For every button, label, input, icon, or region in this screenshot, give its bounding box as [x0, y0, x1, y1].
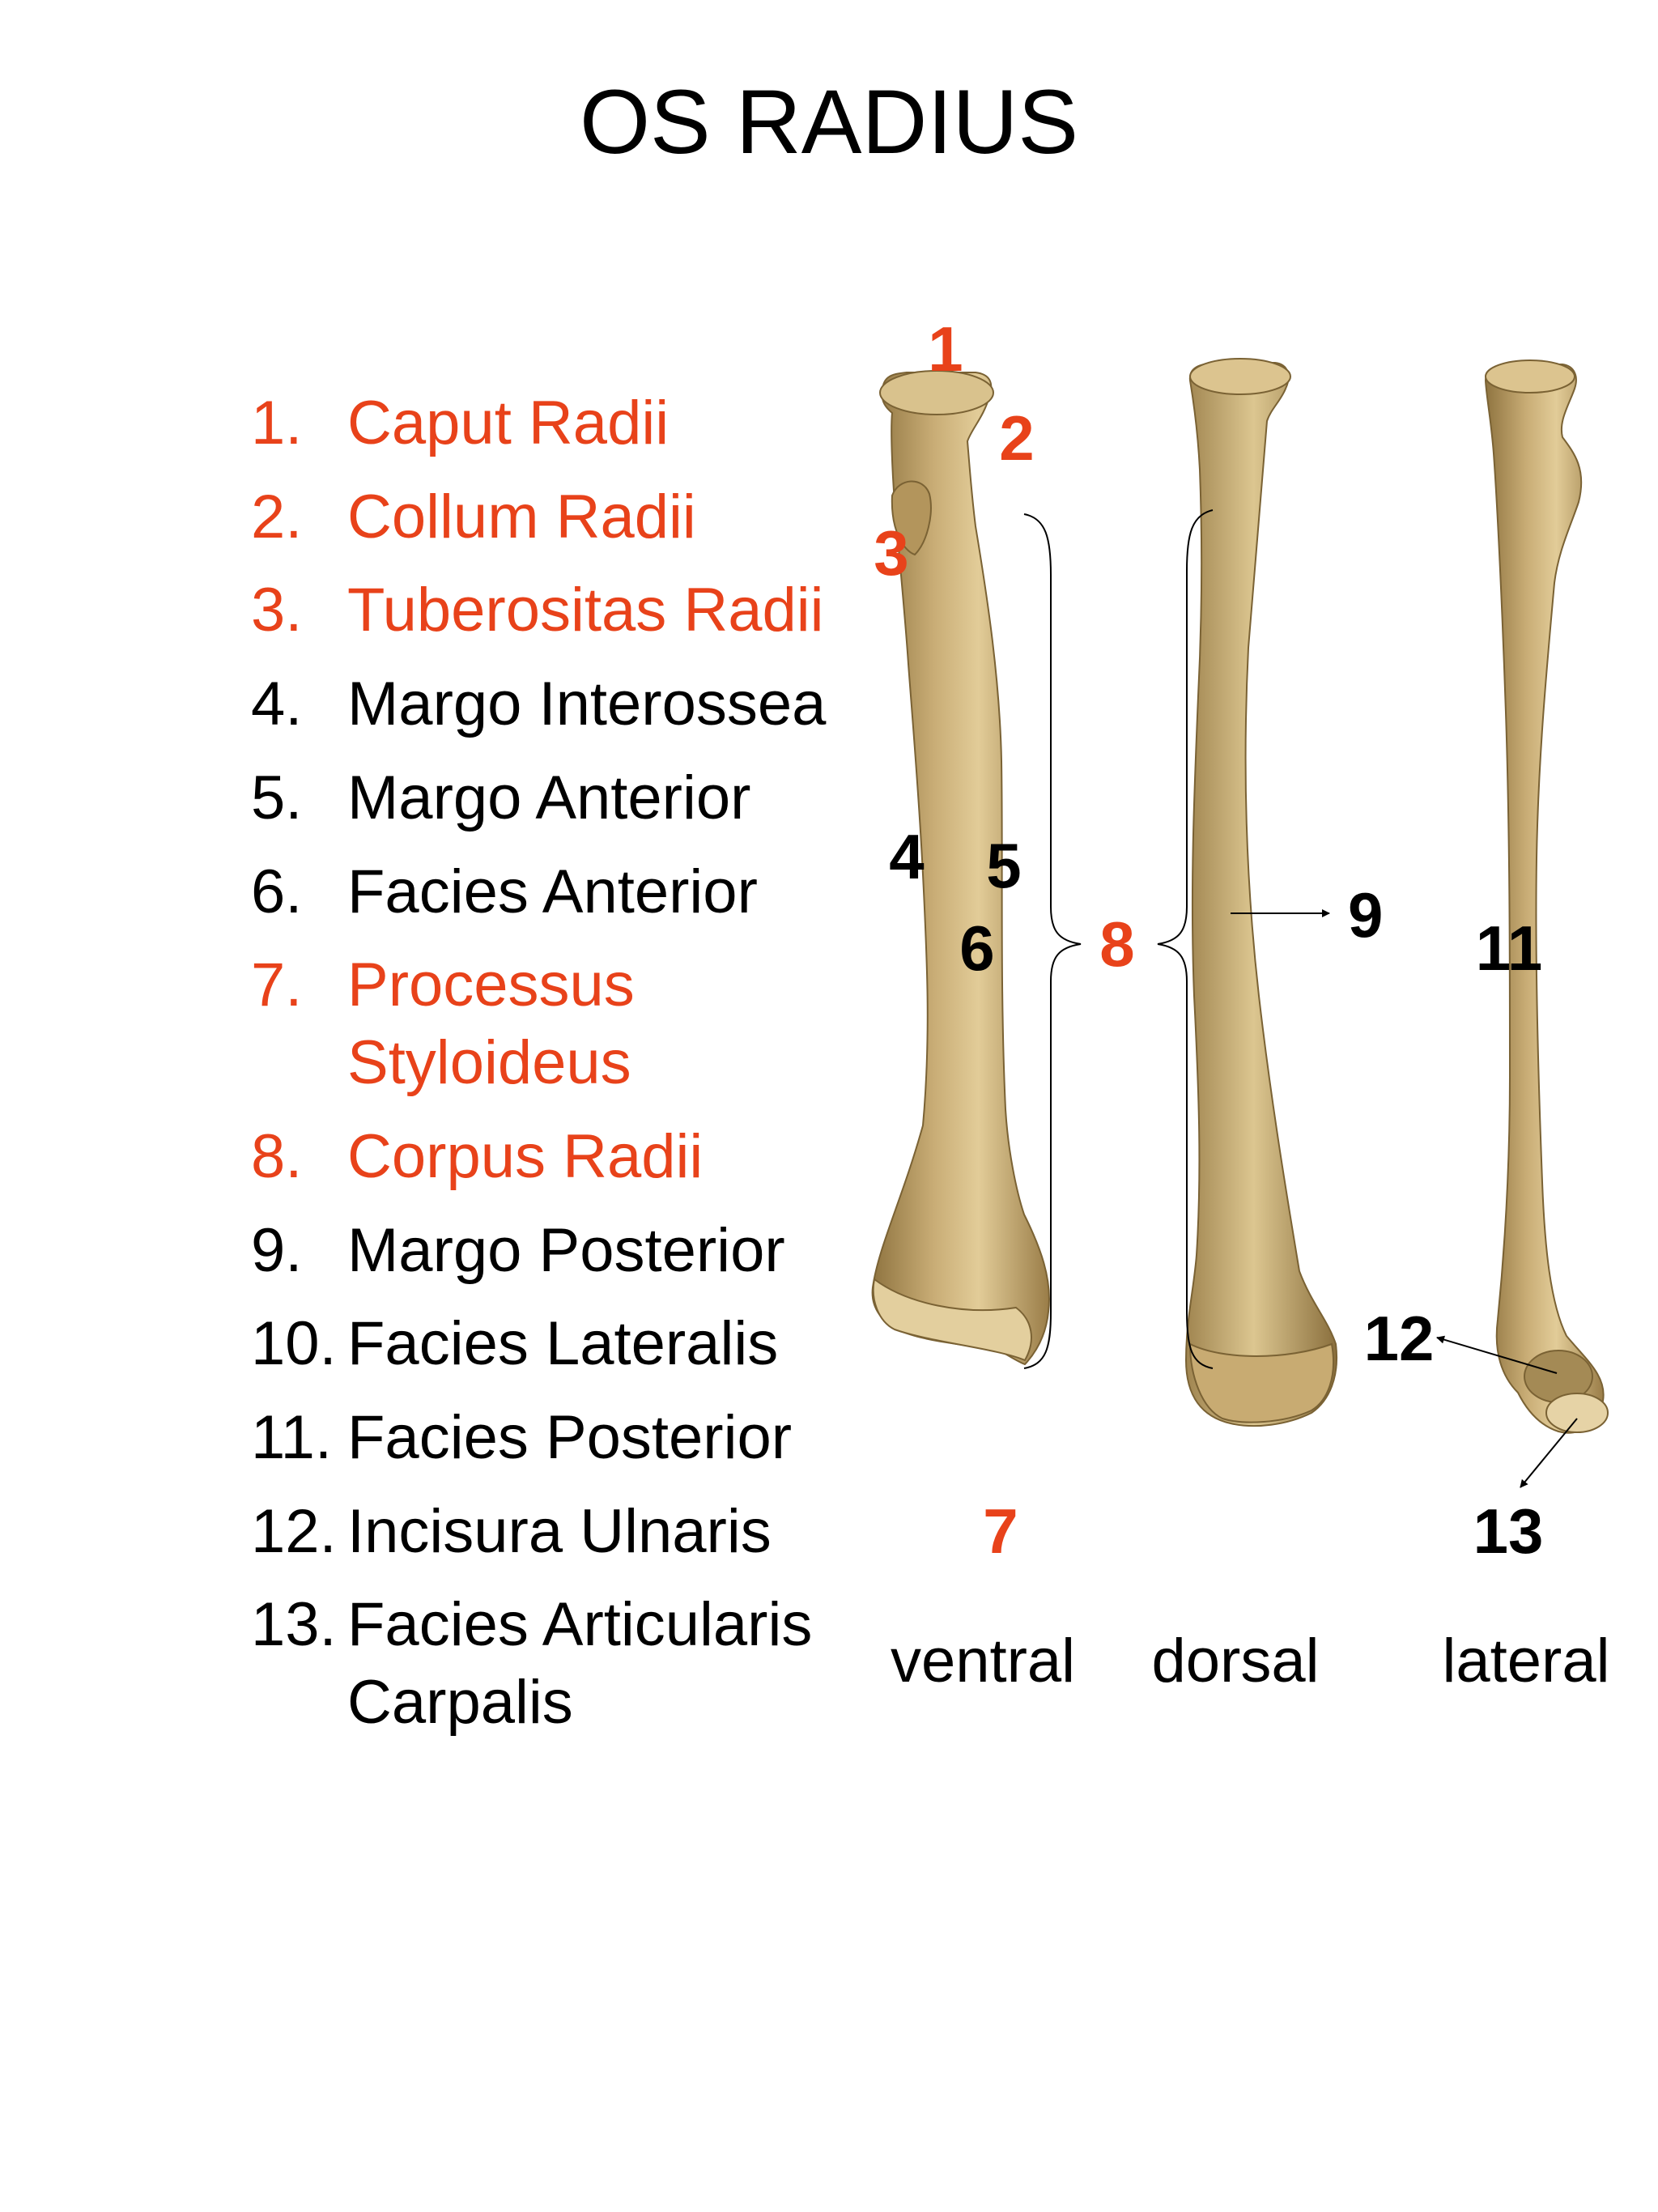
marker-13: 13: [1473, 1495, 1544, 1567]
marker-12: 12: [1364, 1303, 1435, 1374]
legend-number: 8.: [251, 1121, 303, 1191]
marker-2: 2: [999, 402, 1034, 474]
marker-9: 9: [1348, 879, 1383, 951]
dorsal-bone: [1184, 358, 1337, 1427]
legend-number: 12.: [251, 1496, 337, 1566]
dorsal-distal-end: [1188, 1342, 1335, 1423]
legend-number: 11.: [251, 1403, 333, 1472]
marker-4: 4: [889, 821, 924, 892]
marker-5: 5: [986, 830, 1021, 901]
dorsal-caput: [1189, 358, 1291, 395]
ventral-caput: [879, 370, 994, 415]
page-title: OS RADIUS: [579, 71, 1079, 172]
legend-number: 9.: [251, 1215, 303, 1285]
legend-number: 10.: [251, 1309, 337, 1379]
legend-list: 1. Caput Radii 2. Collum Radii 3. Tuberosit…: [235, 385, 842, 1777]
legend-number: 3.: [251, 576, 303, 645]
legend-number: 5.: [251, 763, 303, 832]
arrow-13: [1520, 1418, 1578, 1488]
legend-text: Margo Interossea: [347, 670, 827, 739]
lateral-bone: [1484, 359, 1609, 1434]
legend-text: Incisura Ulnaris: [347, 1496, 772, 1566]
legend-text: Tuberositas Radii: [347, 576, 824, 645]
legend-number: 1.: [251, 389, 303, 457]
legend-text: Collum Radii: [347, 482, 696, 551]
marker-3: 3: [874, 517, 908, 589]
lateral-carpal-facet: [1545, 1393, 1609, 1433]
ventral-tuberosity: [891, 480, 932, 556]
marker-11: 11: [1476, 912, 1542, 984]
marker-1: 1: [928, 313, 963, 385]
ventral-distal-end: [872, 1278, 1032, 1362]
brace-left: [1157, 509, 1214, 1369]
legend-number: 2.: [251, 482, 303, 551]
view-label-dorsal: dorsal: [1152, 1627, 1320, 1695]
legend-text: Corpus Radii: [347, 1121, 704, 1191]
legend-text: Margo Posterior: [347, 1215, 785, 1285]
legend-line: Processus: [347, 951, 635, 1020]
ventral-shaft: [871, 372, 1050, 1366]
marker-8: 8: [1099, 908, 1134, 980]
legend-line: Facies Articularis: [347, 1590, 813, 1660]
marker-7: 7: [983, 1495, 1018, 1567]
legend-number: 13.: [251, 1590, 337, 1660]
arrow-12: [1436, 1335, 1558, 1374]
lateral-shaft: [1484, 364, 1605, 1434]
legend-number: 6.: [251, 857, 303, 926]
view-label-ventral: ventral: [891, 1627, 1075, 1695]
legend-text: Facies Posterior: [347, 1403, 793, 1472]
legend-text: Facies Lateralis: [347, 1309, 779, 1379]
legend-text: Caput Radii: [347, 389, 670, 457]
legend-line: Carpalis: [347, 1668, 573, 1738]
legend-number: 7.: [251, 951, 303, 1020]
radius-illustration: 1 2 3 4 5 6 7 8 9 11 12 13 ventral dorsa…: [871, 313, 1610, 1695]
legend-text: Margo Anterior: [347, 763, 751, 832]
brace-right: [1023, 513, 1082, 1369]
marker-6: 6: [959, 912, 994, 984]
legend-text: Facies Anterior: [347, 857, 758, 926]
dorsal-shaft: [1184, 362, 1337, 1427]
lateral-caput: [1485, 359, 1575, 393]
legend-line: Styloideus: [347, 1028, 631, 1098]
view-label-lateral: lateral: [1443, 1627, 1610, 1695]
ventral-bone: [871, 370, 1050, 1366]
legend-number: 4.: [251, 670, 303, 739]
